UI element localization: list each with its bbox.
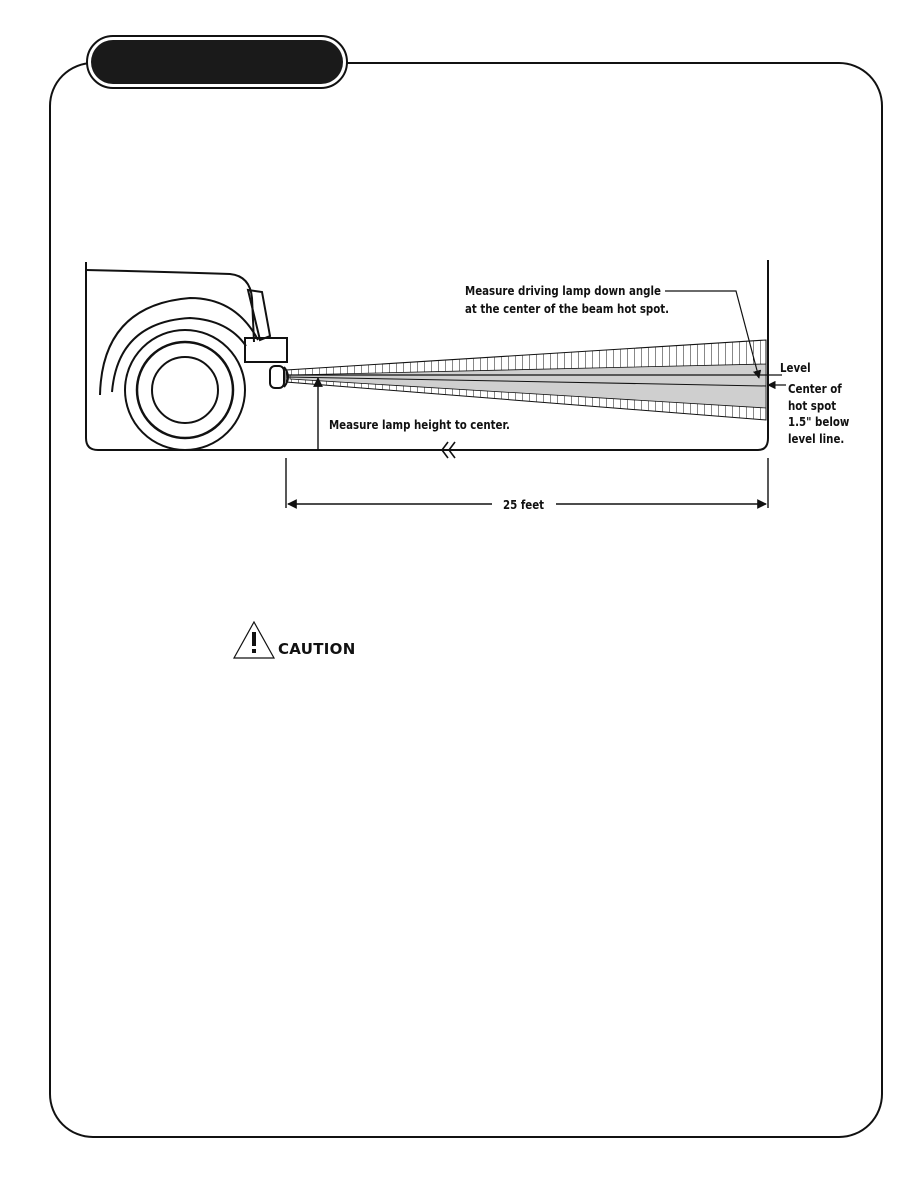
caution-callout: CAUTION bbox=[232, 620, 382, 662]
distance-break-icon bbox=[441, 441, 456, 459]
hot-spot-label-line1: Center of bbox=[788, 381, 843, 396]
page-frame bbox=[49, 62, 883, 1138]
hot-spot-label-line4: level line. bbox=[788, 431, 844, 446]
light-beam bbox=[285, 339, 782, 421]
down-angle-label-line2: at the center of the beam hot spot. bbox=[465, 301, 669, 316]
hot-spot-label-line2: hot spot bbox=[788, 398, 837, 413]
down-angle-label-line1: Measure driving lamp down angle bbox=[465, 283, 661, 298]
hot-spot-label-line3: 1.5" below bbox=[788, 414, 850, 429]
lamp-height-label: Measure lamp height to center. bbox=[329, 417, 510, 432]
down-angle-leader bbox=[665, 290, 762, 379]
vehicle-illustration bbox=[85, 260, 769, 451]
level-label: Level bbox=[780, 360, 811, 375]
caution-label: CAUTION bbox=[278, 640, 356, 658]
warning-triangle-icon bbox=[232, 620, 276, 659]
distance-dimension bbox=[285, 458, 769, 509]
distance-label: 25 feet bbox=[503, 497, 545, 512]
section-tab bbox=[86, 35, 348, 89]
lamp-aiming-diagram: Measure driving lamp down angle at the c… bbox=[85, 260, 850, 512]
